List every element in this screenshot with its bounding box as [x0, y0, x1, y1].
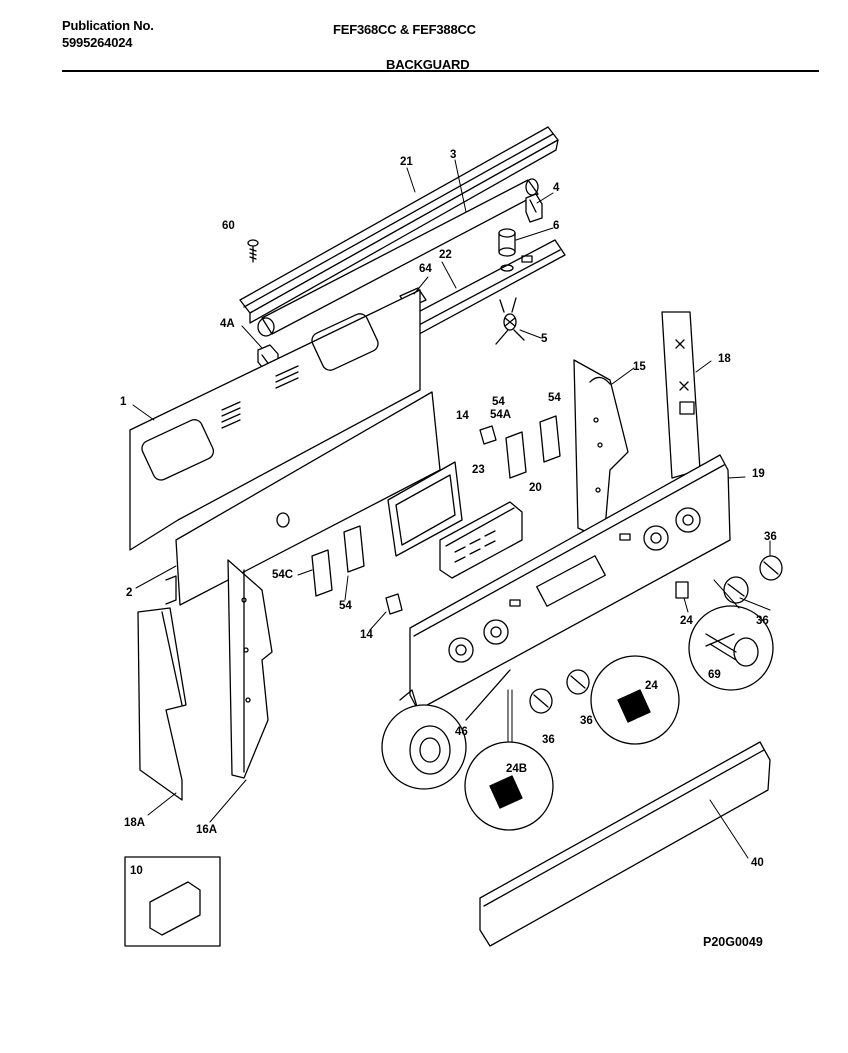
part-24b-rocker-detail — [464, 741, 554, 831]
callout-15: 15 — [633, 361, 646, 373]
callout-54-top: 54 — [492, 396, 505, 408]
part-4-lamp-holder — [525, 193, 543, 223]
callout-14-bottom: 14 — [360, 629, 373, 641]
callout-54-left: 54 — [339, 600, 352, 612]
part-5-ballast — [495, 297, 525, 345]
part-46-pilot-light — [381, 669, 511, 790]
callout-4: 4 — [553, 182, 560, 194]
callout-36-right: 36 — [764, 531, 777, 543]
callout-60: 60 — [222, 220, 235, 232]
callout-23: 23 — [472, 464, 485, 476]
callout-2: 2 — [126, 587, 132, 599]
part-10-inset — [124, 856, 221, 947]
callout-10: 10 — [130, 865, 143, 877]
part-18-end-bracket — [661, 311, 701, 479]
figure-code: P20G0049 — [703, 935, 763, 949]
callout-36-bottom: 36 — [756, 615, 769, 627]
callouts: 21 3 4 60 6 64 22 4A 5 15 18 1 54 54A 54… — [120, 149, 777, 877]
part-16a-side-bracket — [227, 559, 273, 779]
part-54a-switch — [505, 431, 527, 479]
callout-36-left: 36 — [542, 734, 555, 746]
callout-18a: 18A — [124, 817, 145, 829]
callout-3: 3 — [450, 149, 456, 161]
callout-19: 19 — [752, 468, 765, 480]
part-36-knob-mid — [566, 669, 590, 695]
callout-20: 20 — [529, 482, 542, 494]
publication-number: 5995264024 — [62, 35, 133, 50]
callout-5: 5 — [541, 333, 548, 345]
part-15-side-bracket — [573, 359, 629, 541]
leader-lines — [132, 159, 771, 859]
callout-18: 18 — [718, 353, 731, 365]
callout-24-detail: 24 — [645, 680, 658, 692]
model-numbers: FEF368CC & FEF388CC — [333, 22, 476, 37]
callout-1: 1 — [120, 396, 127, 408]
part-21-top-trim — [239, 126, 559, 324]
section-title: BACKGUARD — [386, 57, 470, 72]
callout-6: 6 — [553, 220, 559, 232]
part-23-clock-bracket — [387, 461, 463, 557]
part-36-knob-left — [529, 688, 553, 714]
callout-69: 69 — [708, 669, 721, 681]
callout-54-right: 54 — [548, 392, 561, 404]
part-24-rocker-detail — [590, 655, 680, 745]
part-24-rocker-small — [675, 581, 689, 599]
part-69-screw-detail — [688, 605, 774, 691]
callout-64: 64 — [419, 263, 432, 275]
part-18a-end-bracket — [137, 607, 187, 801]
callout-4a: 4A — [220, 318, 235, 330]
publication-label: Publication No. — [62, 18, 154, 33]
callout-36-mid: 36 — [580, 715, 593, 727]
part-1-backguard-panel — [129, 289, 421, 551]
part-14-terminal-upper — [479, 425, 497, 445]
header-rule — [62, 70, 819, 72]
part-54-switch-right — [539, 415, 561, 463]
callout-24b: 24B — [506, 763, 527, 775]
callout-54a: 54A — [490, 409, 511, 421]
part-40-trim — [479, 741, 771, 947]
callout-14-top: 14 — [456, 410, 469, 422]
part-54c-switch — [311, 549, 333, 597]
callout-22: 22 — [439, 249, 452, 261]
callout-16a: 16A — [196, 824, 217, 836]
part-36-knob-right-top — [759, 555, 783, 581]
callout-24-small: 24 — [680, 615, 693, 627]
part-19-control-panel — [399, 454, 731, 721]
callout-54c: 54C — [272, 569, 293, 581]
part-20-clock — [439, 501, 523, 579]
callout-46: 46 — [455, 726, 468, 738]
part-36-knob-right-bottom — [723, 576, 749, 604]
callout-21: 21 — [400, 156, 413, 168]
part-60-screw — [247, 239, 259, 263]
part-14-terminal-lower — [385, 593, 403, 615]
part-54-switch-left — [343, 525, 365, 573]
callout-40: 40 — [751, 857, 764, 869]
